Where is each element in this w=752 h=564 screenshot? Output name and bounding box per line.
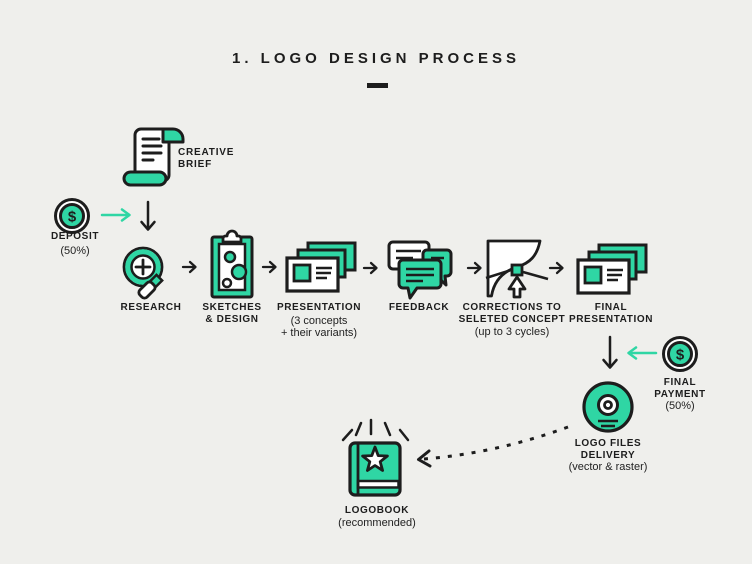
final-payment-dollar-sign: $: [676, 347, 685, 364]
magnifier-icon: [116, 242, 180, 304]
logobook-label: LOGOBOOK: [344, 505, 410, 516]
logobook-note: (recommended): [338, 517, 416, 529]
presentation-note-line2: + their variants): [280, 327, 358, 339]
speech-bubbles-icon: [387, 240, 453, 300]
final-presentation-label-line1: FINAL: [594, 302, 628, 313]
deposit-dollar-sign: $: [68, 209, 77, 226]
deposit-note: (50%): [60, 245, 90, 257]
logo-files-note: (vector & raster): [568, 461, 648, 473]
final-presentation-label-line2: PRESENTATION: [568, 314, 654, 325]
slides-stack-icon-final: [576, 243, 650, 297]
cd-icon: [582, 381, 634, 433]
arrow-right-3: [362, 260, 379, 276]
sketches-label-line1: SKETCHES: [202, 302, 262, 313]
arrow-right-teal-deposit: [100, 207, 134, 223]
creative-brief-label-line1: CREATIVE: [178, 147, 235, 158]
arrow-dashed-to-logobook: [412, 423, 572, 468]
page-title: 1. LOGO DESIGN PROCESS: [231, 50, 521, 67]
vector-edit-icon: [485, 239, 549, 301]
sketches-label-line2: & DESIGN: [205, 314, 259, 325]
deposit-label: DEPOSIT: [50, 231, 100, 242]
arrow-right-1: [181, 259, 198, 275]
corrections-label-line1: CORRECTIONS TO: [462, 302, 562, 313]
creative-brief-label-line2: BRIEF: [178, 159, 212, 170]
logo-files-label-line2: DELIVERY: [580, 450, 636, 461]
corrections-label-line2: SELETED CONCEPT: [458, 314, 566, 325]
arrow-down-brief-to-research: [138, 200, 158, 236]
rays-icon: [341, 418, 410, 442]
dollar-coin-icon-deposit: $: [53, 197, 91, 235]
feedback-label: FEEDBACK: [388, 302, 450, 313]
final-payment-label-line2: PAYMENT: [654, 389, 706, 400]
final-payment-label-line1: FINAL: [663, 377, 697, 388]
arrow-right-4: [466, 260, 483, 276]
book-star-icon: [336, 414, 414, 498]
arrow-down-final: [600, 335, 620, 375]
logo-files-label-line1: LOGO FILES: [574, 438, 642, 449]
arrow-left-teal-final-payment: [622, 345, 658, 361]
presentation-label: PRESENTATION: [276, 302, 362, 313]
slides-stack-icon-presentation: [285, 241, 359, 295]
clipboard-icon: [210, 229, 254, 299]
presentation-note-line1: (3 concepts: [290, 315, 348, 327]
arrow-right-2: [261, 259, 278, 275]
arrow-right-5: [548, 260, 565, 276]
corrections-note: (up to 3 cycles): [474, 326, 550, 338]
final-payment-note: (50%): [665, 400, 695, 412]
scroll-icon: [122, 126, 186, 188]
research-label: RESEARCH: [120, 302, 182, 313]
dollar-coin-icon-final-payment: $: [661, 335, 699, 373]
title-underline: [367, 83, 388, 88]
